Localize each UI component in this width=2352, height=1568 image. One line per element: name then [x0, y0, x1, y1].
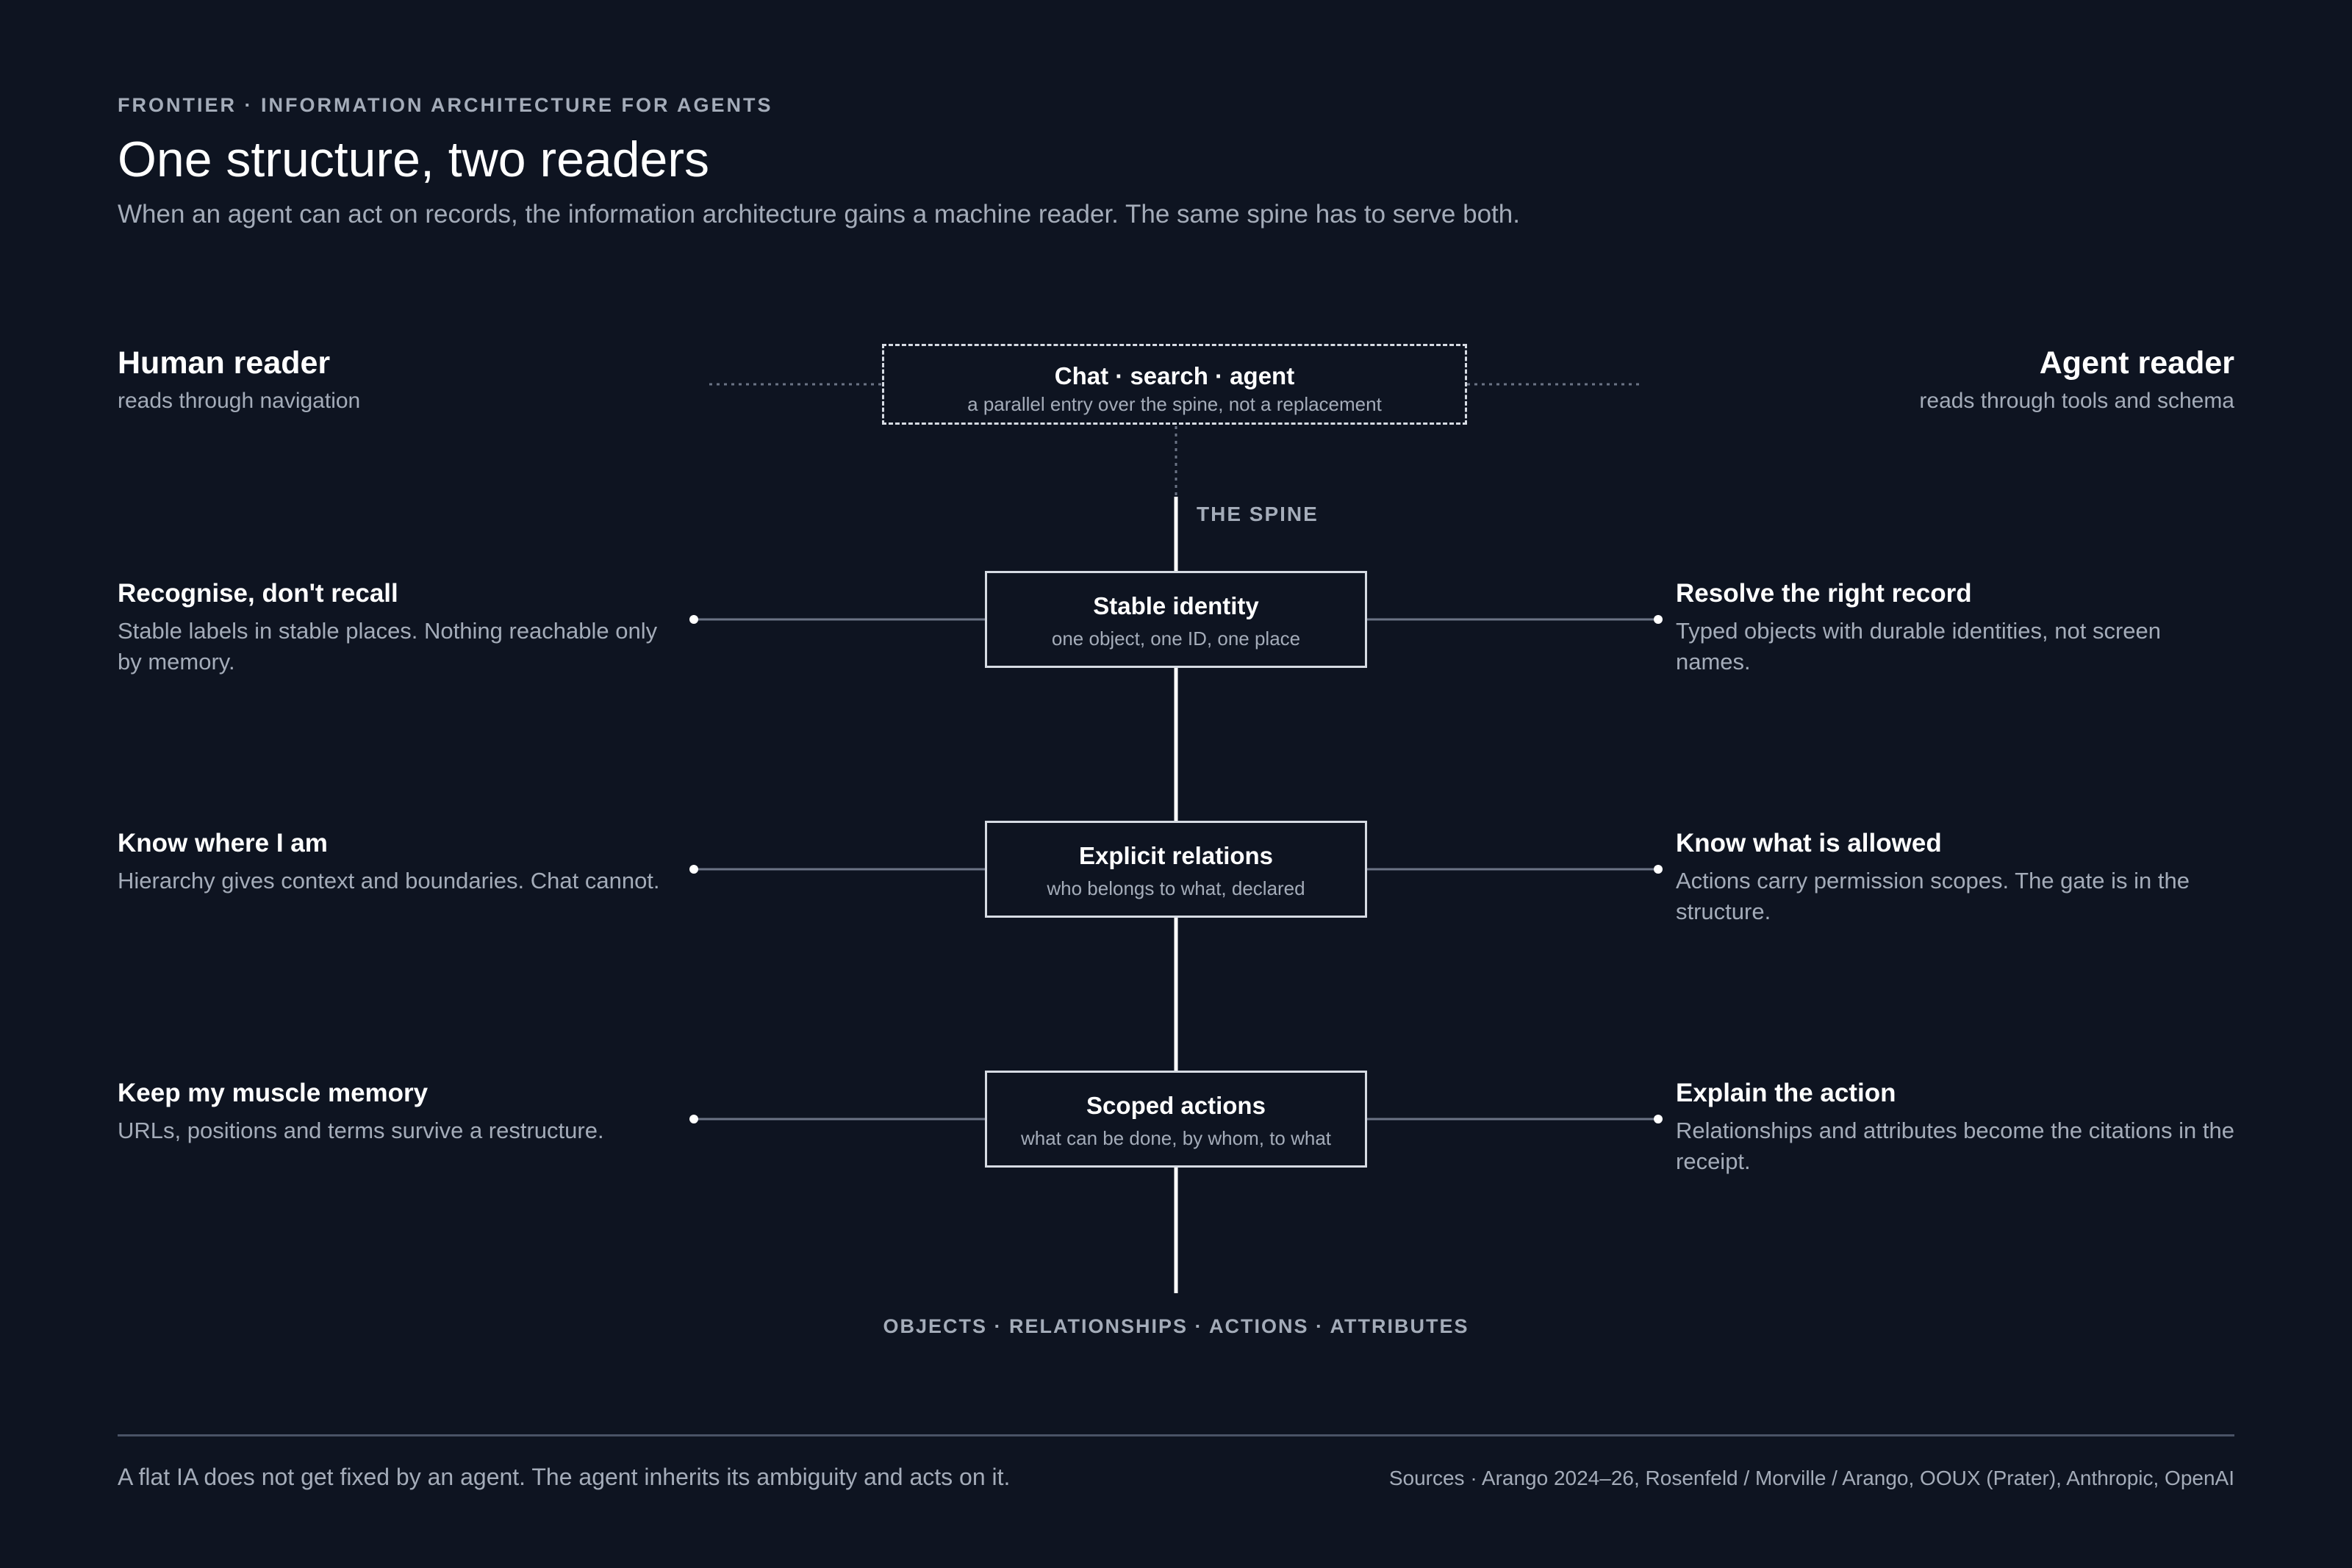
node-title: Explicit relations: [1078, 842, 1274, 869]
agent-reader-title: Agent reader: [2039, 345, 2234, 381]
agent-need-item: Know what is allowed Actions carry permi…: [1676, 829, 2234, 927]
agent-reader-subtitle: reads through tools and schema: [1919, 389, 2234, 413]
human-need-body: Stable labels in stable places. Nothing …: [118, 618, 658, 675]
spine-label: THE SPINE: [1197, 503, 1319, 525]
connector-dots: [689, 615, 1663, 1123]
human-need-title: Know where I am: [118, 829, 328, 857]
spine-node-stable-identity: Stable identity one object, one ID, one …: [985, 571, 1367, 668]
spine-node-scoped-actions: Scoped actions what can be done, by whom…: [985, 1071, 1367, 1168]
agent-need-item: Explain the action Relationships and att…: [1676, 1079, 2234, 1177]
page-subtitle: When an agent can act on records, the in…: [118, 200, 1520, 229]
human-need-item: Know where I am Hierarchy gives context …: [118, 829, 676, 896]
spine-layers-label: OBJECTS · RELATIONSHIPS · ACTIONS · ATTR…: [883, 1315, 1469, 1337]
node-subtitle: who belongs to what, declared: [1047, 877, 1305, 899]
entry-box: Chat · search · agent a parallel entry o…: [882, 344, 1467, 425]
human-need-title: Recognise, don't recall: [118, 579, 398, 608]
eyebrow: FRONTIER · INFORMATION ARCHITECTURE FOR …: [118, 94, 773, 116]
node-title: Scoped actions: [1086, 1092, 1266, 1119]
footer-divider: [118, 1434, 2234, 1436]
human-need-body: URLs, positions and terms survive a rest…: [118, 1118, 604, 1143]
agent-need-body: Typed objects with durable identities, n…: [1676, 618, 2161, 675]
agent-need-item: Resolve the right record Typed objects w…: [1676, 579, 2234, 677]
human-need-title: Keep my muscle memory: [118, 1079, 429, 1107]
agent-need-body: Actions carry permission scopes. The gat…: [1676, 868, 2190, 924]
node-connectors: [694, 618, 1658, 1121]
footer-sources: Sources · Arango 2024–26, Rosenfeld / Mo…: [1388, 1467, 2234, 1489]
human-reader-title: Human reader: [118, 345, 331, 381]
agent-need-title: Know what is allowed: [1676, 829, 1942, 857]
agent-reader-header: Agent reader reads through tools and sch…: [1919, 345, 2234, 414]
agent-need-body: Relationships and attributes become the …: [1676, 1118, 2234, 1174]
spine-node-explicit-relations: Explicit relations who belongs to what, …: [985, 821, 1367, 918]
page-title: One structure, two readers: [118, 132, 710, 187]
footer-note: A flat IA does not get fixed by an agent…: [118, 1464, 1011, 1490]
node-subtitle: what can be done, by whom, to what: [1020, 1127, 1332, 1149]
agent-need-title: Resolve the right record: [1676, 579, 1972, 608]
human-need-item: Recognise, don't recall Stable labels in…: [118, 579, 676, 677]
entry-subtitle: a parallel entry over the spine, not a r…: [967, 393, 1382, 415]
node-subtitle: one object, one ID, one place: [1051, 627, 1301, 650]
agent-need-title: Explain the action: [1676, 1079, 1896, 1107]
human-need-item: Keep my muscle memory URLs, positions an…: [118, 1079, 676, 1146]
human-reader-header: Human reader reads through navigation: [118, 345, 360, 414]
entry-title: Chat · search · agent: [1054, 362, 1295, 389]
human-need-body: Hierarchy gives context and boundaries. …: [118, 868, 660, 893]
human-reader-subtitle: reads through navigation: [118, 389, 361, 413]
node-title: Stable identity: [1093, 592, 1259, 619]
